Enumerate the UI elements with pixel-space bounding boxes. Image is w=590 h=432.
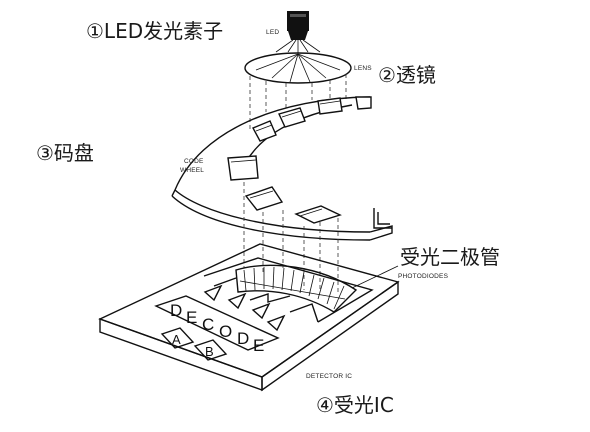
text-lens: LENS: [354, 65, 372, 72]
led-component: [275, 11, 321, 53]
decode-letter-2: E: [186, 308, 197, 327]
decode-letter-1: D: [170, 301, 182, 320]
label-code-wheel: ③码盘: [36, 141, 94, 165]
label-led-element: ①LED发光素子: [86, 19, 223, 43]
label-receiver-ic: ④受光IC: [316, 393, 394, 417]
photodiode-pointer: [351, 265, 399, 289]
code-wheel-component: [171, 96, 393, 241]
text-led: LED: [266, 29, 279, 36]
decode-letter-5: D: [237, 329, 249, 348]
light-paths-lower: [243, 182, 339, 292]
decode-letter-6: E: [253, 336, 264, 355]
lens-component: [244, 52, 352, 84]
text-code-wheel-2: WHEEL: [180, 167, 204, 174]
button-b-label: B: [205, 344, 214, 359]
label-lens: ②透镜: [378, 63, 436, 87]
text-photodiodes: PHOTODIODES: [398, 273, 449, 280]
decode-letter-4: O: [219, 322, 232, 341]
decode-letter-3: C: [202, 315, 214, 334]
detector-ic-component: [98, 243, 400, 392]
text-code-wheel-1: CODE: [184, 158, 204, 165]
button-a-label: A: [172, 332, 181, 347]
label-photodiode: 受光二极管: [400, 245, 500, 269]
text-detector-ic: DETECTOR IC: [306, 373, 352, 380]
decode-label: D E C O D E: [170, 301, 264, 355]
